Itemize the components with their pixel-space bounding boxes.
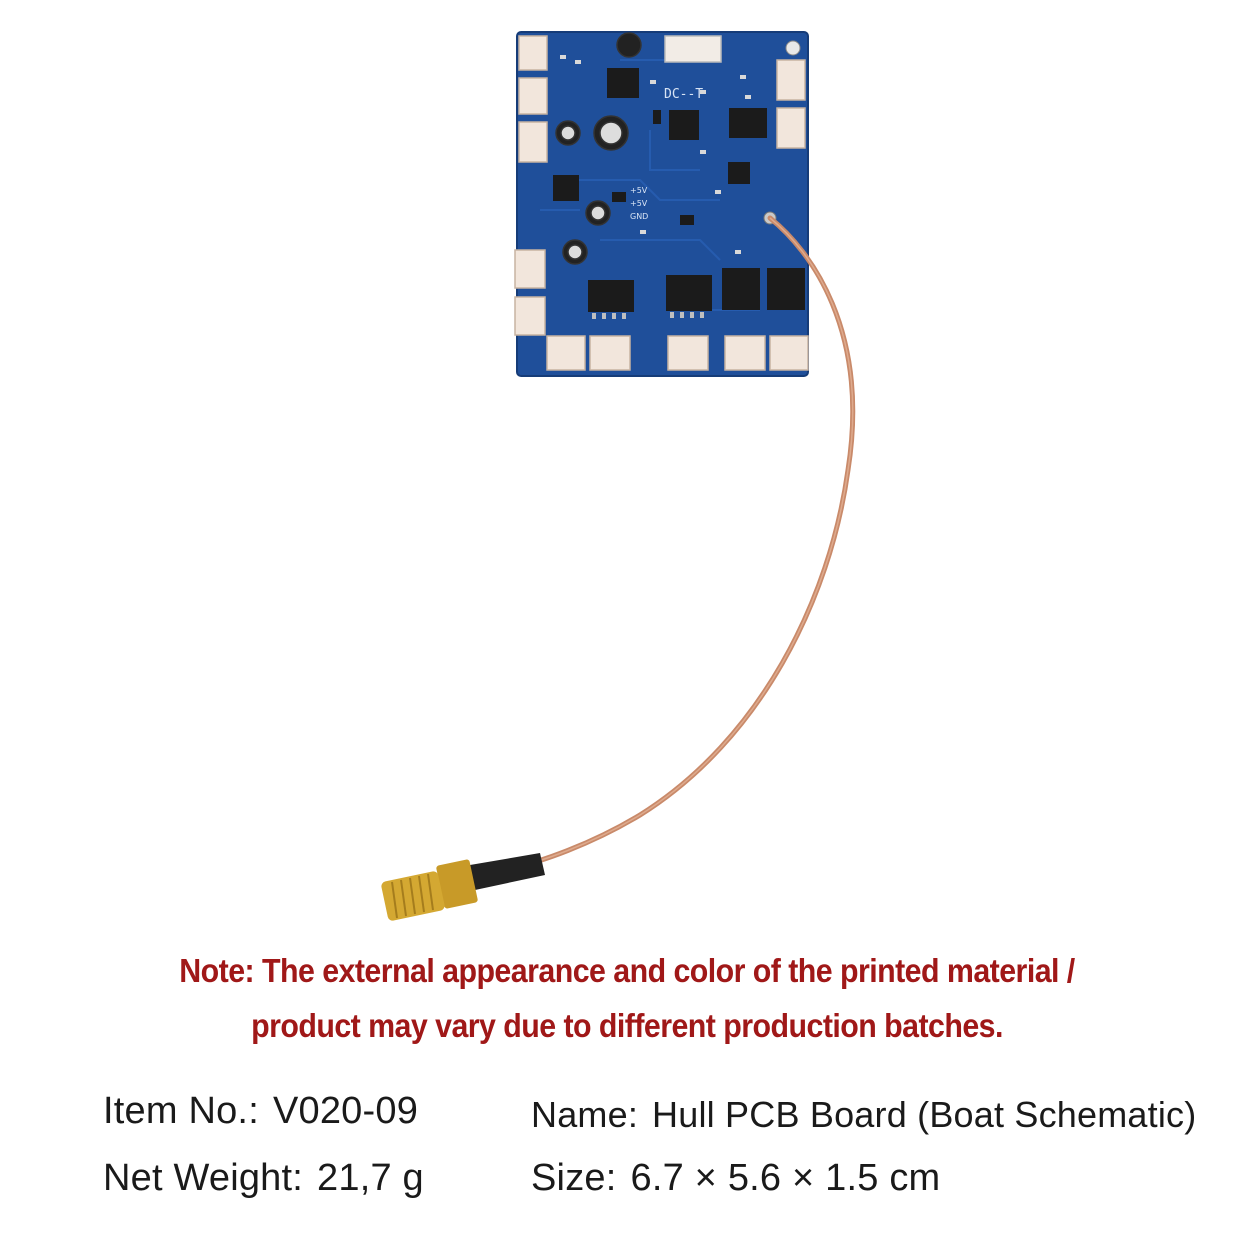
bottom-connectors [546,335,809,371]
spec-net-weight-value: 21,7 g [317,1157,424,1199]
silkscreen-gnd: GND [630,212,648,221]
spec-size: Size: 6.7 × 5.6 × 1.5 cm [531,1157,940,1200]
left-connectors [514,35,548,336]
spec-net-weight-label: Net Weight: [103,1157,304,1199]
note-line-1: Note: The external appearance and color … [179,952,1075,989]
spec-item-no-label: Item No.: [103,1090,259,1132]
sma-connector [381,853,545,921]
spec-size-label: Size: [531,1157,617,1199]
silkscreen-5v-b: +5V [630,199,648,208]
spec-name-label: Name: [531,1094,639,1135]
spec-size-value: 6.7 × 5.6 × 1.5 cm [630,1157,941,1199]
spec-item-no-value: V020-09 [272,1090,419,1132]
spec-name-value: Hull PCB Board (Boat Schematic) [652,1094,1197,1135]
product-illustration: DC--T +5V +5V GND [381,31,856,921]
spec-name: Name: Hull PCB Board (Boat Schematic) [531,1094,1196,1136]
note-line-2: product may vary due to different produc… [251,1007,1003,1044]
spec-item-no: Item No.: V020-09 [103,1090,418,1133]
chips [553,68,805,312]
capacitors [555,32,642,265]
silkscreen-model: DC--T [664,87,703,102]
silkscreen-5v-a: +5V [630,186,648,195]
pcb-board [514,31,809,377]
spec-net-weight: Net Weight: 21,7 g [103,1157,424,1200]
